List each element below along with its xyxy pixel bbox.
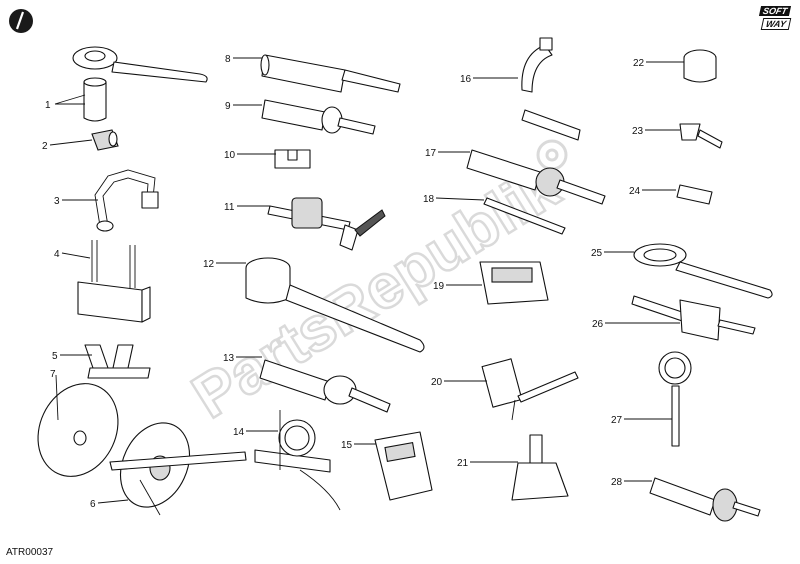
- callout-25: 25: [591, 248, 603, 259]
- tool-13-shaft: [259, 359, 391, 413]
- tool-23-bolt: [679, 123, 723, 149]
- callout-leaders: [49, 57, 684, 504]
- callout-10: 10: [224, 150, 236, 161]
- tool-12-ring-wrench: [245, 257, 425, 353]
- gear-icon: [536, 139, 568, 171]
- callout-12: 12: [203, 259, 215, 270]
- tool-26-fixture: [631, 295, 756, 341]
- callout-27: 27: [611, 415, 623, 426]
- callout-1: 1: [45, 100, 51, 111]
- callout-6: 6: [90, 499, 96, 510]
- tool-14-dial-gauge: [254, 410, 341, 511]
- tool-1-wrench: [72, 46, 208, 122]
- tool-10-spacer: [274, 149, 311, 169]
- callout-11: 11: [224, 202, 235, 213]
- tool-17-shaft: [466, 149, 606, 205]
- callout-28: 28: [611, 477, 623, 488]
- callout-19: 19: [433, 281, 445, 292]
- tool-28-shaft: [649, 477, 761, 522]
- manufacturer-logo-icon: [9, 9, 33, 33]
- tool-8-shaft: [260, 54, 401, 93]
- diagram-reference-code: ATR00037: [6, 547, 54, 558]
- callout-23: 23: [632, 126, 644, 137]
- tool-22-ring: [683, 49, 717, 83]
- tool-6-degree-wheel-holder: [109, 422, 247, 516]
- callout-22: 22: [633, 58, 645, 69]
- tool-11-extractor: [267, 197, 386, 251]
- tool-25-spanner: [633, 243, 773, 299]
- callout-3: 3: [54, 196, 60, 207]
- callout-24: 24: [629, 186, 641, 197]
- tool-3-puller: [94, 169, 159, 232]
- callout-20: 20: [431, 377, 443, 388]
- tool-4-bracket: [77, 240, 151, 323]
- tool-20-holder: [481, 358, 579, 421]
- tool-5-plate: [84, 344, 151, 379]
- callout-4: 4: [54, 249, 60, 260]
- callout-13: 13: [223, 353, 235, 364]
- callout-14: 14: [233, 427, 245, 438]
- tool-21-press: [511, 434, 569, 501]
- callout-9: 9: [225, 101, 231, 112]
- tool-15-tester: [374, 431, 433, 501]
- callout-2: 2: [42, 141, 48, 152]
- brand-top-text: SOFT: [758, 6, 792, 16]
- brand-bottom-text: WAY: [760, 18, 792, 30]
- callout-21: 21: [457, 458, 469, 469]
- callout-18: 18: [423, 194, 435, 205]
- tool-27-bore-gauge: [658, 351, 692, 447]
- callout-7: 7: [50, 369, 56, 380]
- tool-16-c-clamp: [521, 37, 581, 141]
- tool-7-degree-wheel: [37, 383, 119, 477]
- callout-17: 17: [425, 148, 437, 159]
- tool-19-gauge: [479, 261, 549, 305]
- callout-26: 26: [592, 319, 604, 330]
- callout-8: 8: [225, 54, 231, 65]
- callout-16: 16: [460, 74, 472, 85]
- tool-24-pin: [676, 184, 713, 205]
- tool-18-rod: [483, 197, 566, 235]
- tool-2-pin: [91, 129, 119, 151]
- tool-9-shaft: [261, 99, 376, 135]
- callout-labels: 1 2 3 4 5 6 7 8 9 10 11 12 13 14 15 16 1…: [42, 54, 645, 510]
- callout-5: 5: [52, 351, 58, 362]
- brand-mark: SOFT WAY: [746, 6, 792, 30]
- callout-15: 15: [341, 440, 353, 451]
